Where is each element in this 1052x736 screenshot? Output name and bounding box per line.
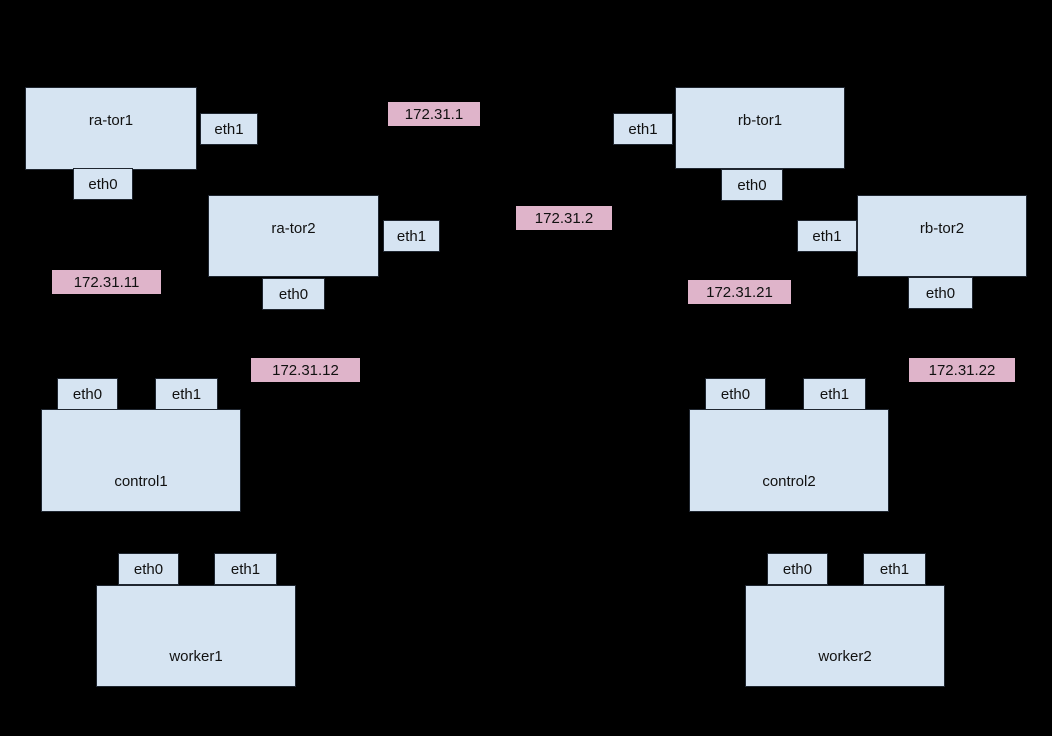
node-control1[interactable]: control1 (41, 409, 241, 512)
network-label-net-172-31-1: 172.31.1 (388, 102, 480, 126)
network-label-net-172-31-2: 172.31.2 (516, 206, 612, 230)
port-ra-tor2-eth1[interactable]: eth1 (383, 220, 440, 252)
node-control2[interactable]: control2 (689, 409, 889, 512)
node-label: rb-tor2 (919, 220, 965, 237)
node-label: ra-tor2 (271, 220, 316, 237)
port-control1-eth1[interactable]: eth1 (155, 378, 218, 410)
node-label: worker2 (818, 648, 872, 665)
port-rb-tor2-eth0[interactable]: eth0 (908, 277, 973, 309)
port-worker2-eth0[interactable]: eth0 (767, 553, 828, 585)
network-label-net-172-31-12: 172.31.12 (251, 358, 360, 382)
port-ra-tor2-eth0[interactable]: eth0 (262, 278, 325, 310)
port-ra-tor1-eth1[interactable]: eth1 (200, 113, 258, 145)
port-worker1-eth1[interactable]: eth1 (214, 553, 277, 585)
network-label-net-172-31-11: 172.31.11 (52, 270, 161, 294)
node-label: rb-tor1 (737, 112, 783, 129)
port-worker1-eth0[interactable]: eth0 (118, 553, 179, 585)
node-worker2[interactable]: worker2 (745, 585, 945, 687)
node-label: control2 (762, 473, 816, 490)
node-label: worker1 (169, 648, 223, 665)
node-label: control1 (114, 473, 168, 490)
port-ra-tor1-eth0[interactable]: eth0 (73, 168, 133, 200)
port-control2-eth1[interactable]: eth1 (803, 378, 866, 410)
port-control2-eth0[interactable]: eth0 (705, 378, 766, 410)
node-ra-tor2[interactable]: ra-tor2 (208, 195, 379, 277)
node-worker1[interactable]: worker1 (96, 585, 296, 687)
node-rb-tor1[interactable]: rb-tor1 (675, 87, 845, 169)
node-rb-tor2[interactable]: rb-tor2 (857, 195, 1027, 277)
node-label: ra-tor1 (88, 112, 134, 129)
network-label-net-172-31-22: 172.31.22 (909, 358, 1015, 382)
port-rb-tor1-eth0[interactable]: eth0 (721, 169, 783, 201)
port-rb-tor2-eth1[interactable]: eth1 (797, 220, 857, 252)
node-ra-tor1[interactable]: ra-tor1 (25, 87, 197, 170)
port-rb-tor1-eth1[interactable]: eth1 (613, 113, 673, 145)
port-control1-eth0[interactable]: eth0 (57, 378, 118, 410)
network-label-net-172-31-21: 172.31.21 (688, 280, 791, 304)
port-worker2-eth1[interactable]: eth1 (863, 553, 926, 585)
